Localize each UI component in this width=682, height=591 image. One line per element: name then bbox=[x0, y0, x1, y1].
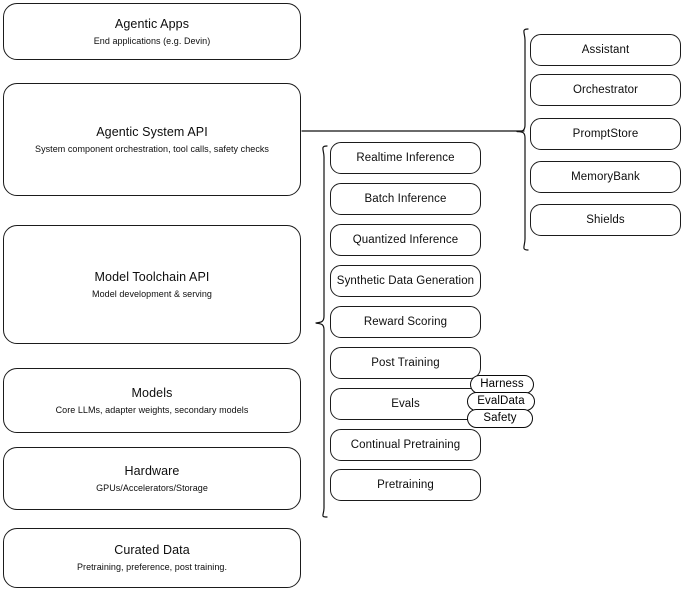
chip-synthetic-data-generation[interactable]: Synthetic Data Generation bbox=[330, 265, 481, 297]
chip-title: Orchestrator bbox=[572, 84, 639, 96]
chip-shields[interactable]: Shields bbox=[530, 204, 681, 236]
layer-subtitle: System component orchestration, tool cal… bbox=[35, 143, 269, 154]
layer-title: Curated Data bbox=[114, 543, 190, 557]
layer-hardware[interactable]: Hardware GPUs/Accelerators/Storage bbox=[3, 447, 301, 510]
chip-orchestrator[interactable]: Orchestrator bbox=[530, 74, 681, 106]
chip-title: Shields bbox=[586, 214, 625, 226]
chip-continual-pretraining[interactable]: Continual Pretraining bbox=[330, 429, 481, 461]
chip-title: Realtime Inference bbox=[356, 152, 455, 164]
layer-subtitle: End applications (e.g. Devin) bbox=[93, 35, 211, 46]
chip-title: Batch Inference bbox=[364, 193, 447, 205]
layer-agentic-apps[interactable]: Agentic Apps End applications (e.g. Devi… bbox=[3, 3, 301, 60]
chip-title: Reward Scoring bbox=[363, 316, 448, 328]
chip-batch-inference[interactable]: Batch Inference bbox=[330, 183, 481, 215]
chip-pretraining[interactable]: Pretraining bbox=[330, 469, 481, 501]
badge-safety[interactable]: Safety bbox=[467, 409, 533, 428]
layer-subtitle: GPUs/Accelerators/Storage bbox=[96, 482, 208, 493]
layer-models[interactable]: Models Core LLMs, adapter weights, secon… bbox=[3, 368, 301, 433]
layer-curated-data[interactable]: Curated Data Pretraining, preference, po… bbox=[3, 528, 301, 588]
right-bracket bbox=[516, 28, 529, 251]
layer-agentic-system-api[interactable]: Agentic System API System component orch… bbox=[3, 83, 301, 196]
middle-bracket bbox=[315, 145, 328, 518]
chip-title: Evals bbox=[391, 398, 420, 410]
chip-post-training[interactable]: Post Training bbox=[330, 347, 481, 379]
chip-reward-scoring[interactable]: Reward Scoring bbox=[330, 306, 481, 338]
chip-title: Post Training bbox=[371, 357, 440, 369]
layer-model-toolchain-api[interactable]: Model Toolchain API Model development & … bbox=[3, 225, 301, 344]
chip-memorybank[interactable]: MemoryBank bbox=[530, 161, 681, 193]
chip-quantized-inference[interactable]: Quantized Inference bbox=[330, 224, 481, 256]
chip-evals[interactable]: Evals bbox=[330, 388, 481, 420]
chip-title: Pretraining bbox=[377, 479, 434, 491]
layer-subtitle: Model development & serving bbox=[92, 288, 212, 299]
chip-title: Assistant bbox=[581, 44, 630, 56]
chip-realtime-inference[interactable]: Realtime Inference bbox=[330, 142, 481, 174]
chip-title: PromptStore bbox=[572, 128, 639, 140]
chip-promptstore[interactable]: PromptStore bbox=[530, 118, 681, 150]
layer-title: Models bbox=[131, 385, 173, 400]
chip-assistant[interactable]: Assistant bbox=[530, 34, 681, 66]
chip-title: Synthetic Data Generation bbox=[336, 275, 475, 287]
layer-title: Model Toolchain API bbox=[94, 269, 210, 284]
layer-title: Agentic System API bbox=[96, 124, 208, 139]
badge-evaldata[interactable]: EvalData bbox=[467, 392, 535, 411]
layer-subtitle: Pretraining, preference, post training. bbox=[76, 562, 228, 572]
chip-title: Quantized Inference bbox=[352, 234, 459, 246]
layer-subtitle: Core LLMs, adapter weights, secondary mo… bbox=[55, 404, 249, 415]
layer-title: Hardware bbox=[124, 463, 180, 478]
layer-title: Agentic Apps bbox=[114, 16, 190, 31]
chip-title: Continual Pretraining bbox=[350, 439, 461, 451]
chip-title: MemoryBank bbox=[571, 171, 640, 183]
